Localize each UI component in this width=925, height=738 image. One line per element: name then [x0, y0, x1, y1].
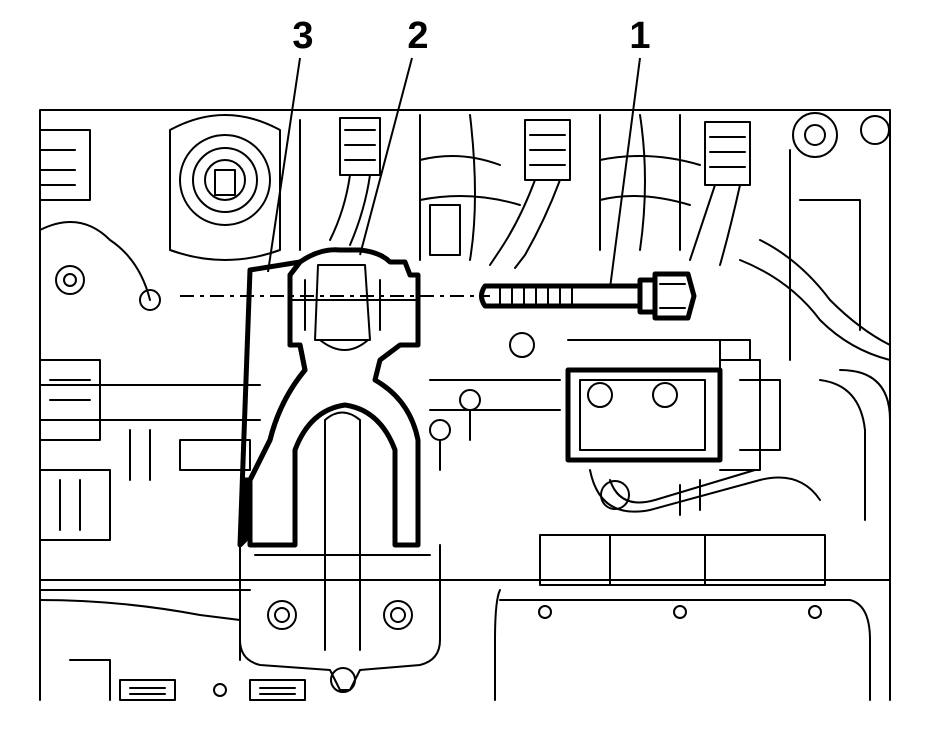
engine-mount-body [237, 259, 441, 693]
leader-line-1 [609, 57, 641, 289]
mount-bolt [479, 271, 697, 321]
leader-line-3 [267, 57, 301, 273]
engine-background [39, 109, 891, 701]
connector-middle [489, 119, 571, 269]
callout-2: 2 [407, 15, 428, 57]
connector-left [329, 117, 381, 246]
engine-mount-bracket [247, 247, 421, 548]
callout-1: 1 [629, 15, 650, 57]
leader-line-2 [359, 57, 413, 256]
throttle-actuator [565, 339, 781, 471]
connector-right [689, 121, 751, 266]
callout-3: 3 [292, 15, 313, 57]
